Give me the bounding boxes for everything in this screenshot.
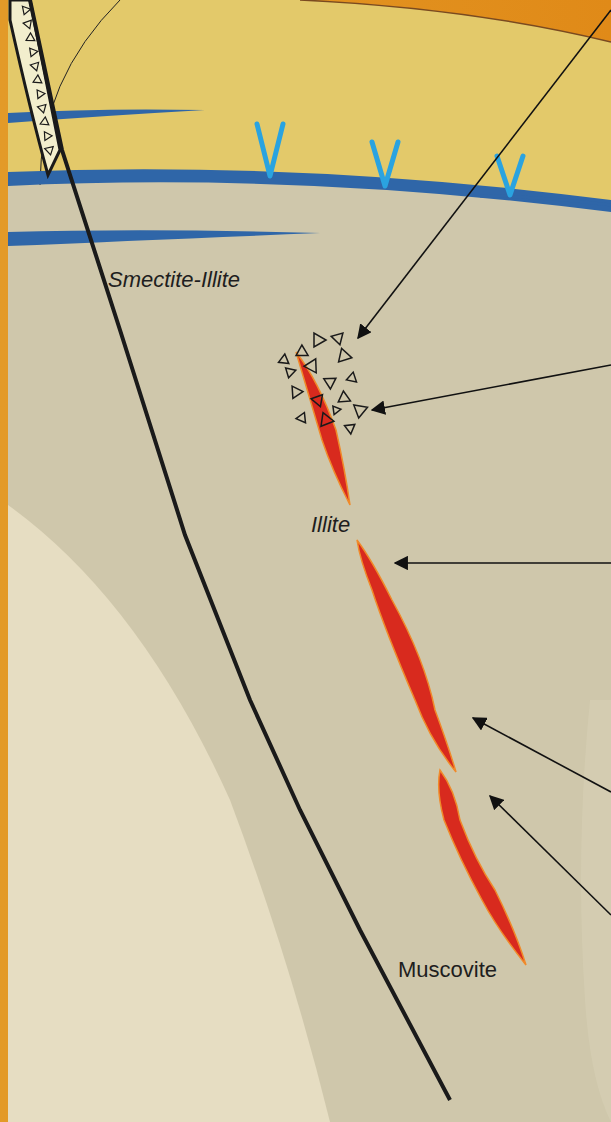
mineral-label: Muscovite [398,959,497,981]
mineral-label: Illite [311,514,350,536]
mineral-label: Smectite-Illite [108,269,240,291]
